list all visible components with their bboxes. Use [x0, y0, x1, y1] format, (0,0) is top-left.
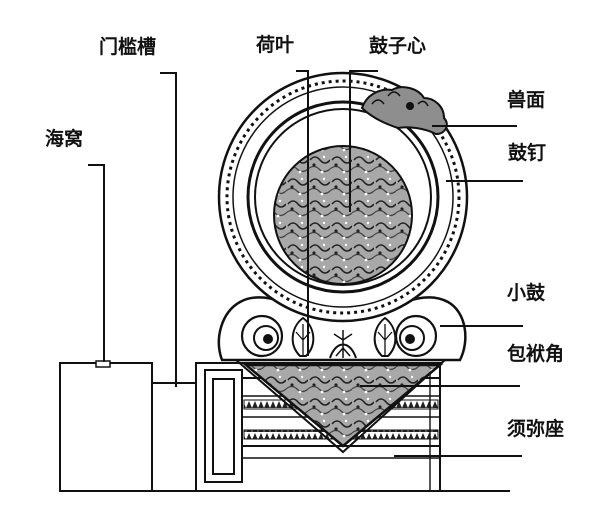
- label-heye: 荷叶: [256, 34, 295, 56]
- scroll-right-eye: [405, 334, 415, 344]
- lotus-leaf-right-vein: [377, 324, 393, 355]
- label-menkancao: 门槛槽: [99, 36, 157, 58]
- drum-nail-ring: [225, 79, 461, 315]
- label-haiwo: 海窝: [45, 128, 84, 150]
- drum-nail-ring-inner: [232, 86, 454, 308]
- label-baofujiao: 包袱角: [507, 343, 565, 365]
- scroll-left-eye: [263, 334, 273, 344]
- leader-haiwo: [88, 164, 105, 362]
- beast-mane: [371, 91, 429, 107]
- lotus-leaf-center-vein: [333, 330, 353, 358]
- label-xumizuo: 须弥座: [507, 418, 565, 440]
- label-guding: 鼓钉: [508, 142, 547, 164]
- threshold-block: [59, 362, 153, 492]
- beast-eye: [406, 102, 414, 110]
- threshold-slot-block: [151, 382, 197, 492]
- base-side-panel-inner: [212, 378, 235, 475]
- leader-heye: [296, 70, 309, 356]
- leader-menkancao: [160, 72, 177, 387]
- shoumian-beast: [360, 86, 448, 136]
- label-xiaogu: 小鼓: [507, 282, 546, 304]
- leader-guzixin: [349, 70, 378, 212]
- label-shoumian: 兽面: [507, 89, 546, 111]
- guzixin-carved-center: [273, 145, 413, 285]
- label-guzixin: 鼓子心: [369, 35, 427, 57]
